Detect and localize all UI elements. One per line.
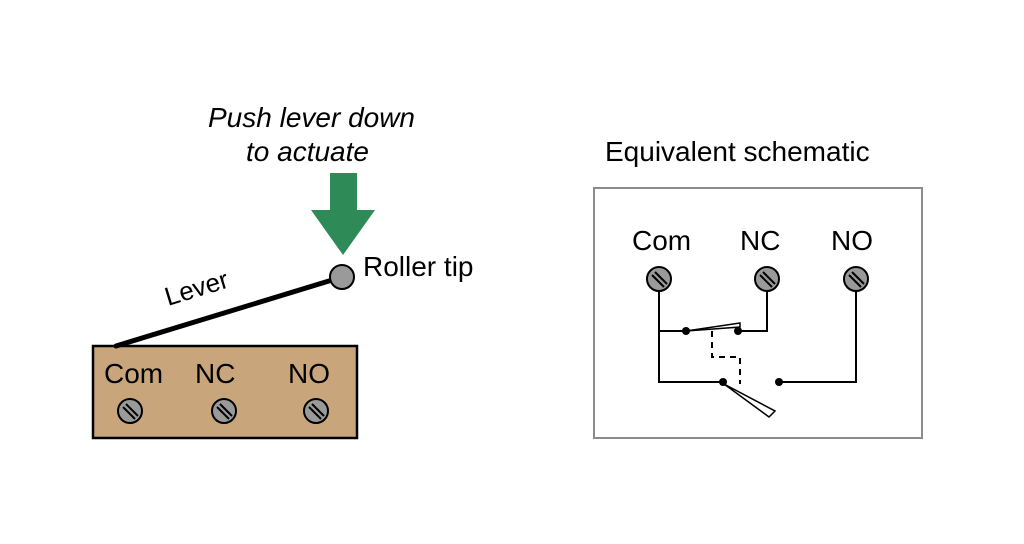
screw-icon [646, 266, 672, 292]
lever-label: Lever [161, 264, 232, 312]
actuation-instruction-line1: Push lever down [208, 102, 415, 133]
screw-icon [211, 398, 237, 424]
no-contact-blade [723, 383, 777, 418]
schematic-title: Equivalent schematic [605, 136, 870, 167]
schematic-terminal-label-com: Com [632, 225, 691, 256]
nc-contact-blade [685, 322, 741, 332]
lever-arm [113, 274, 345, 349]
screw-icon [303, 398, 329, 424]
schematic-frame [593, 187, 923, 439]
schematic-terminal-label-nc: NC [740, 225, 780, 256]
schematic-wiring [658, 291, 857, 383]
body-terminal-label-no: NO [288, 358, 330, 389]
contact-dot [775, 378, 783, 386]
body-terminal-label-com: Com [104, 358, 163, 389]
contact-dot [719, 378, 727, 386]
mechanical-linkage [711, 331, 741, 384]
schematic-terminal-label-no: NO [831, 225, 873, 256]
body-terminal-label-nc: NC [195, 358, 235, 389]
contact-dot [682, 327, 690, 335]
screw-icon [754, 266, 780, 292]
contact-dot [734, 327, 742, 335]
roller-tip-label: Roller tip [363, 251, 473, 282]
screw-icon [843, 266, 869, 292]
actuation-instruction-line2: to actuate [246, 136, 369, 167]
screw-icon [117, 398, 143, 424]
down-arrow-icon [311, 173, 375, 255]
roller-tip [329, 264, 355, 290]
